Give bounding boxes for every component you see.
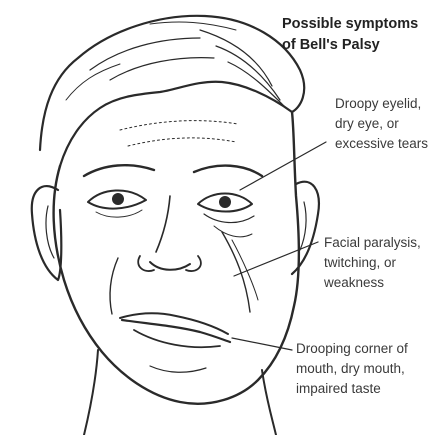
symptom-line: excessive tears — [335, 134, 428, 154]
symptom-line: weakness — [324, 273, 421, 293]
mouth-line — [122, 320, 230, 342]
nose-bridge — [156, 196, 170, 252]
right-eyebrow — [194, 166, 262, 176]
right-cheek-crease — [232, 240, 258, 300]
left-pupil — [112, 193, 124, 205]
diagram-title: Possible symptoms of Bell's Palsy — [282, 14, 442, 56]
right-ear-inner — [300, 202, 306, 250]
neck-right — [262, 370, 276, 435]
leader-line-paralysis — [234, 242, 318, 276]
forehead-line — [128, 138, 236, 146]
symptom-line: Drooping corner of — [296, 339, 408, 359]
neck-left — [84, 350, 98, 435]
chin-line — [150, 366, 206, 372]
hair-strand — [66, 64, 120, 100]
left-lower-lid — [96, 210, 142, 217]
hair-strand — [216, 46, 280, 100]
left-cheek-line — [110, 258, 118, 314]
left-eyebrow — [84, 165, 154, 176]
right-nostril — [186, 256, 201, 271]
forehead-line — [120, 121, 238, 130]
leader-line-eye — [240, 142, 326, 190]
right-droopy-lid — [214, 226, 252, 237]
symptom-line: mouth, dry mouth, — [296, 359, 408, 379]
symptom-line: dry eye, or — [335, 114, 428, 134]
symptom-line: Droopy eyelid, — [335, 94, 428, 114]
nose-tip — [150, 262, 190, 270]
symptom-label-eye: Droopy eyelid, dry eye, or excessive tea… — [335, 94, 428, 154]
lower-lip — [134, 330, 220, 347]
symptom-label-paralysis: Facial paralysis, twitching, or weakness — [324, 233, 421, 293]
symptom-label-mouth: Drooping corner of mouth, dry mouth, imp… — [296, 339, 408, 399]
hair-strand — [150, 22, 236, 30]
symptom-line: Facial paralysis, — [324, 233, 421, 253]
hairline-outline — [40, 16, 304, 166]
symptom-line: twitching, or — [324, 253, 421, 273]
right-cheek-line — [222, 232, 250, 312]
head-outline — [54, 112, 299, 404]
hair — [40, 16, 304, 166]
title-line: Possible symptoms — [282, 14, 442, 35]
right-lower-lid — [204, 214, 254, 223]
symptom-line: impaired taste — [296, 379, 408, 399]
hair-strand — [110, 58, 214, 80]
title-line: of Bell's Palsy — [282, 35, 442, 56]
right-pupil — [219, 196, 231, 208]
